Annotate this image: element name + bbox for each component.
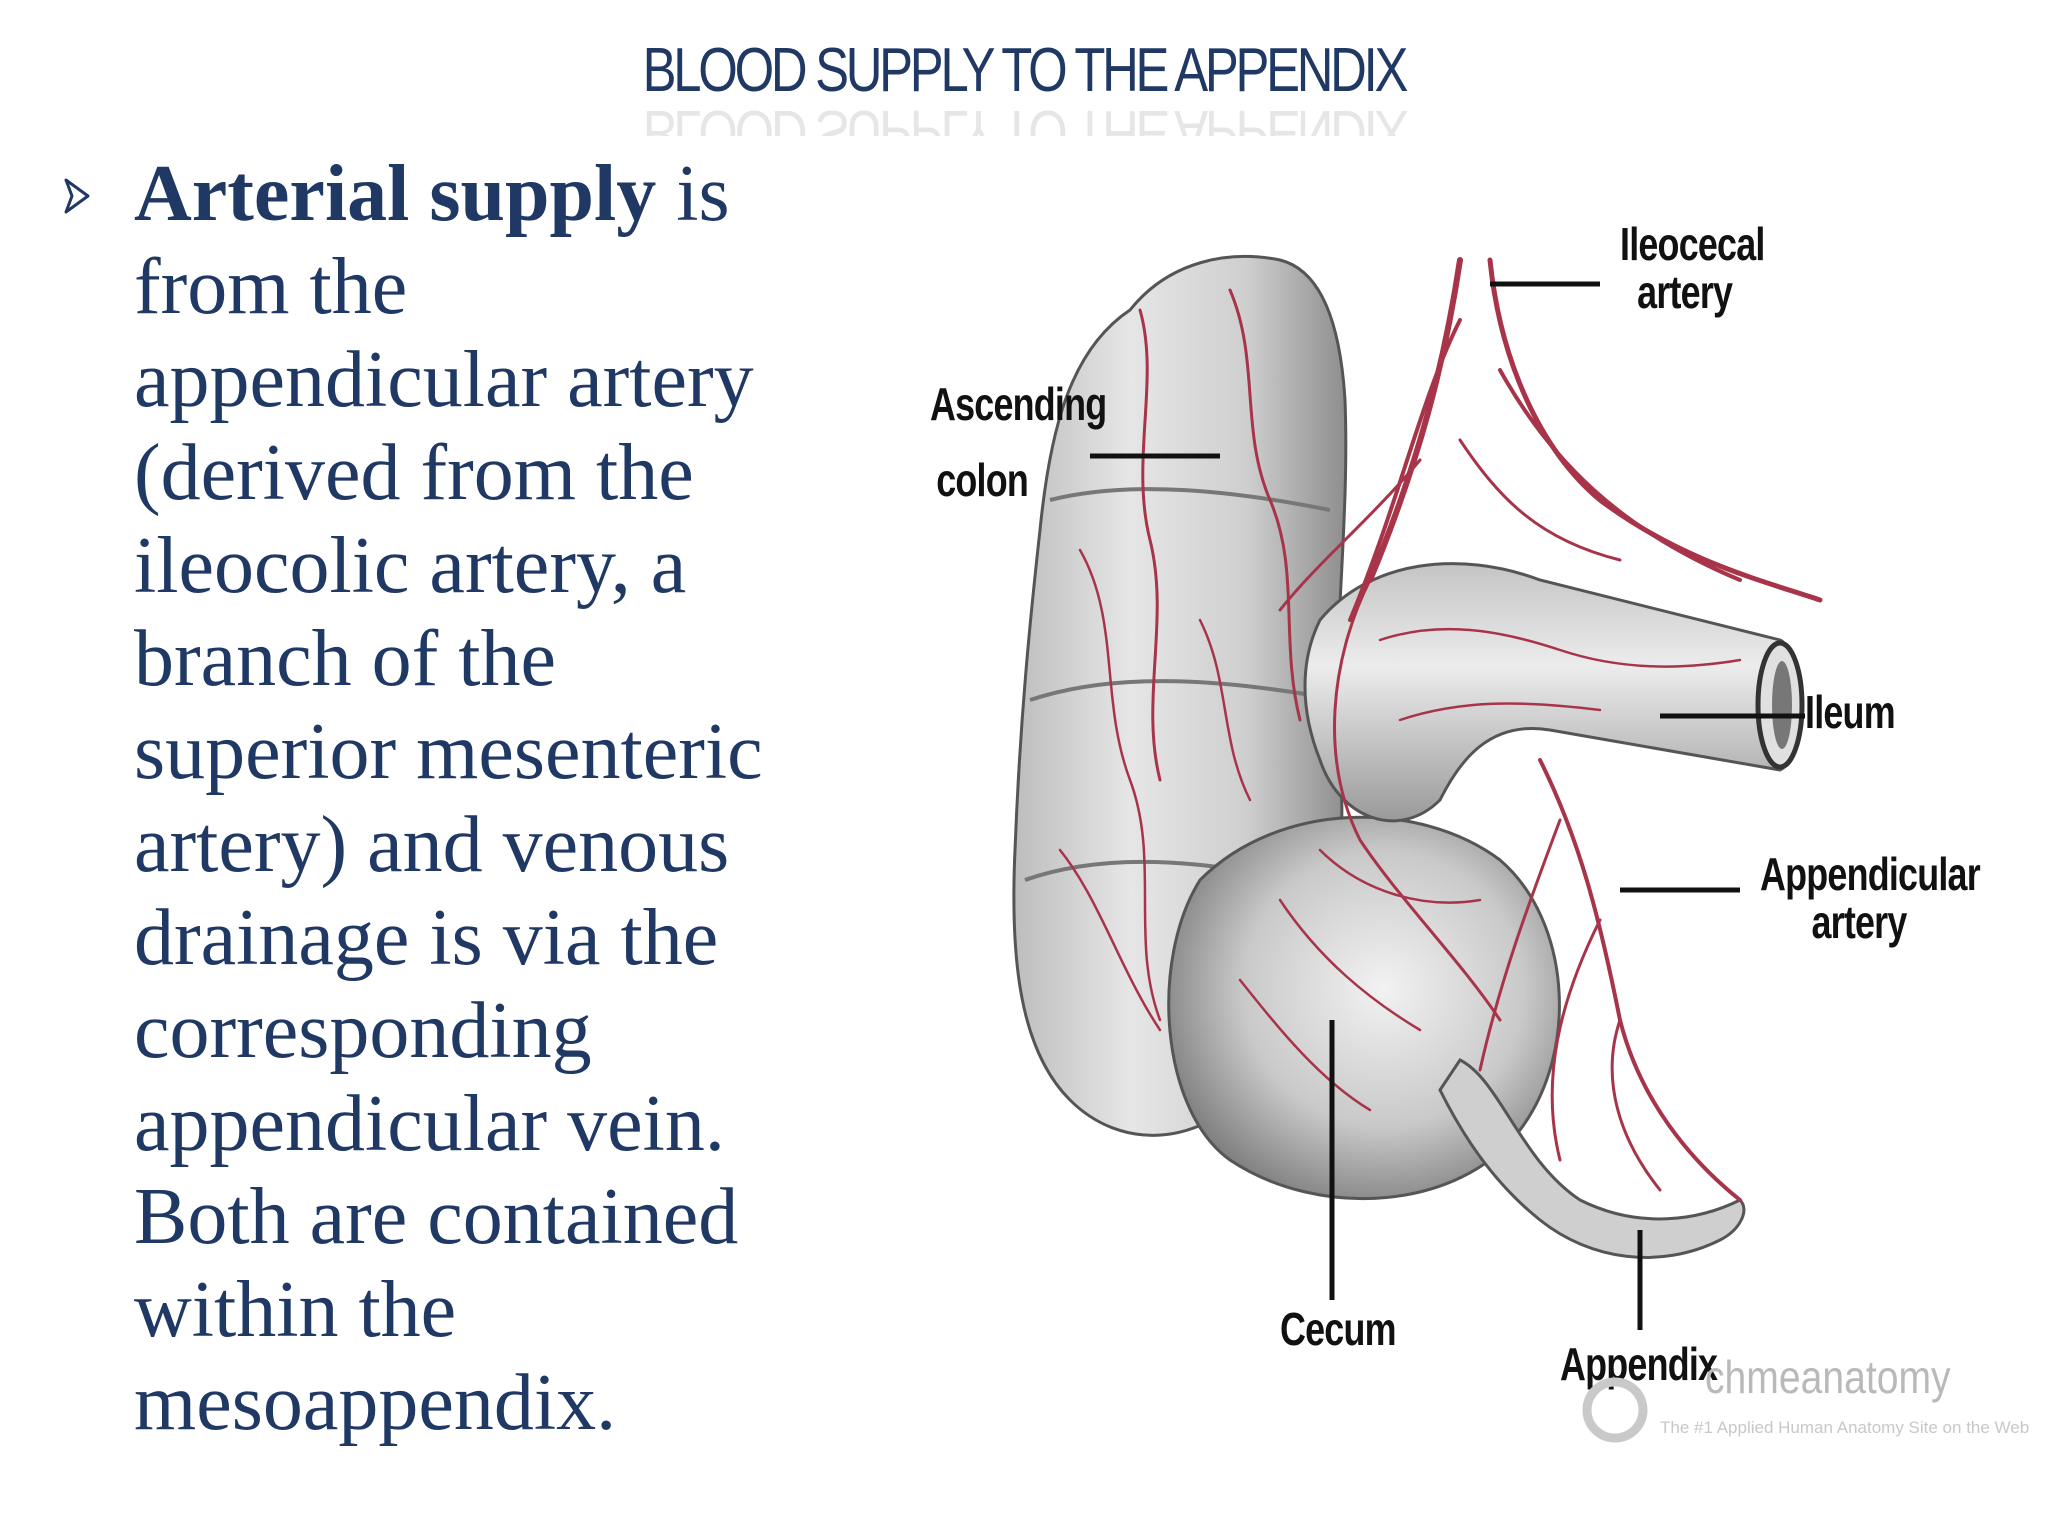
title-reflection: BLOOD SUPPLY TO THE APPENDIX [0,100,2048,136]
body-line: appendicular vein. [134,1080,725,1168]
slide-title: BLOOD SUPPLY TO THE APPENDIX [642,36,1409,105]
body-line: mesoappendix. [134,1359,617,1447]
label-appendix: Appendix [1560,1338,1718,1390]
body-paragraph: Arterial supply is from the appendicular… [134,148,834,1450]
label-ileum: Ileum [1805,686,1896,738]
anatomy-figure: Ileocecal artery Ascending colon Ileum A… [900,200,2040,1500]
body-line: drainage is via the [134,894,719,982]
body-line: appendicular artery [134,336,754,424]
label-cecum: Cecum [1280,1303,1397,1355]
watermark-brand: chmeanatomy [1705,1351,1951,1403]
slide-title-reflection: BLOOD SUPPLY TO THE APPENDIX [642,100,1406,136]
label-ileocecal-artery: Ileocecal artery [1620,218,1765,319]
title-container: BLOOD SUPPLY TO THE APPENDIX [0,40,2048,102]
body-line: within the [134,1266,457,1354]
body-line: branch of the [134,615,557,703]
body-line: corresponding [134,987,592,1075]
body-line: ileocolic artery, a [134,522,687,610]
label-appendicular-artery: Appendicular artery [1760,848,1981,949]
appendix-shape [1438,1058,1746,1259]
body-line: is [656,150,730,238]
vessel-network [1058,257,1823,1202]
copyright-icon [1582,1377,1648,1443]
label-ascending-colon: Ascending colon [930,378,1107,507]
arrow-bullet-icon [64,178,90,214]
leader-lines [1090,281,1805,1330]
watermark-tagline: The #1 Applied Human Anatomy Site on the… [1660,1418,2030,1437]
body-line: from the [134,243,408,331]
ileum-shape [1303,562,1799,823]
body-line: artery) and venous [134,801,730,889]
body-line: (derived from the [134,429,694,517]
body-line: Both are contained [134,1173,739,1261]
anatomy-illustration [1012,255,1823,1330]
body-bold-lead: Arterial supply [134,150,657,238]
body-line: superior mesenteric [134,708,763,796]
